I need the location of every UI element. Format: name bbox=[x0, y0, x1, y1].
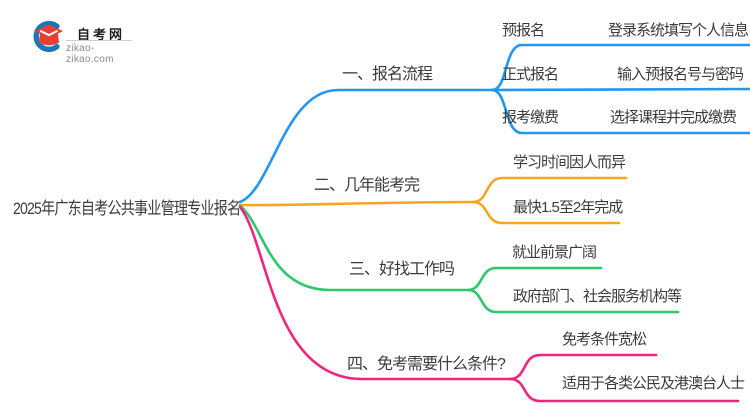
branch-2-sub-line-2 bbox=[471, 200, 621, 225]
branch-4-main-line bbox=[238, 205, 512, 381]
branch-3-item-2: 政府部门、社会服务机构等 bbox=[513, 288, 682, 305]
branch-3-main-line bbox=[238, 204, 470, 292]
branch-4-sub-line-2 bbox=[508, 377, 740, 403]
branch-1-step-2-name: 正式报名 bbox=[502, 66, 559, 83]
branch-1-label: 一、报名流程 bbox=[342, 66, 433, 83]
branch-1-step-1-desc: 登录系统填写个人信息 bbox=[608, 22, 749, 39]
branch-3-item-1: 就业前景广阔 bbox=[512, 244, 597, 261]
logo-divider bbox=[66, 40, 132, 41]
branch-4-sub-line-1 bbox=[508, 353, 658, 381]
branch-1-sub-line-3 bbox=[490, 88, 750, 135]
branch-2-item-1: 学习时间因人而异 bbox=[513, 154, 626, 171]
branch-2-label: 二、几年能考完 bbox=[314, 177, 420, 194]
branch-4-item-2: 适用于各类公民及港澳台人士 bbox=[562, 375, 745, 392]
branch-1-step-1-name: 预报名 bbox=[502, 22, 545, 39]
branch-4-label: 四、免考需要什么条件? bbox=[347, 356, 506, 373]
branch-3-label: 三、好找工作吗 bbox=[349, 261, 455, 278]
branch-1-sub-line-1 bbox=[490, 43, 750, 92]
branch-2-item-2: 最快1.5至2年完成 bbox=[513, 199, 623, 216]
branch-1-step-3-name: 报考缴费 bbox=[502, 109, 559, 126]
branch-3-sub-line-1 bbox=[466, 266, 603, 292]
branch-1-step-2-desc: 输入预报名号与密码 bbox=[617, 66, 744, 83]
branch-1-main-line bbox=[238, 88, 494, 204]
branch-2-main-line bbox=[238, 200, 475, 207]
site-name: 自考网 bbox=[77, 27, 126, 42]
site-url: zikao-zikao.com bbox=[66, 43, 114, 65]
root-node: 2025年广东自考公共事业管理专业报名 bbox=[13, 199, 241, 218]
branch-1-step-3-desc: 选择课程并完成缴费 bbox=[610, 109, 737, 126]
branch-4-item-1: 免考条件宽松 bbox=[562, 331, 647, 348]
branch-2-sub-line-1 bbox=[471, 176, 628, 204]
branch-3-sub-line-2 bbox=[466, 288, 680, 314]
graduation-cap-icon bbox=[33, 20, 64, 52]
branch-1-sub-line-2 bbox=[490, 87, 750, 92]
